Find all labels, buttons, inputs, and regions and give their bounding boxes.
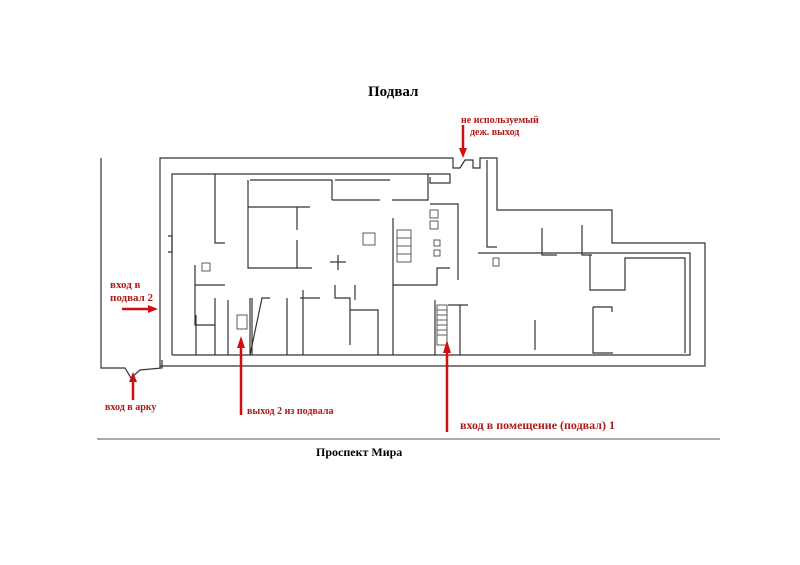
arrow-exit-2 <box>237 336 245 415</box>
page-title: Подвал <box>368 84 419 100</box>
arrow-unused-exit <box>459 125 467 158</box>
walls <box>100 157 706 379</box>
arrow-entrance-2 <box>122 305 158 313</box>
label-entrance-1: вход в помещение (подвал) 1 <box>460 418 615 432</box>
label-arch-entrance: вход в арку <box>105 402 157 413</box>
street-name: Проспект Мира <box>316 445 403 459</box>
label-entrance-2-line1: вход в <box>110 279 141 291</box>
arrow-entrance-1 <box>443 340 451 432</box>
arrow-arch <box>129 372 137 400</box>
label-unused-exit-1: не используемый <box>461 115 539 126</box>
arrows <box>122 125 467 432</box>
label-entrance-2-line2: подвал 2 <box>110 292 154 304</box>
label-exit-2: выход 2 из подвала <box>247 406 334 417</box>
stairs <box>201 209 500 346</box>
label-unused-exit-2: деж. выход <box>470 127 520 138</box>
